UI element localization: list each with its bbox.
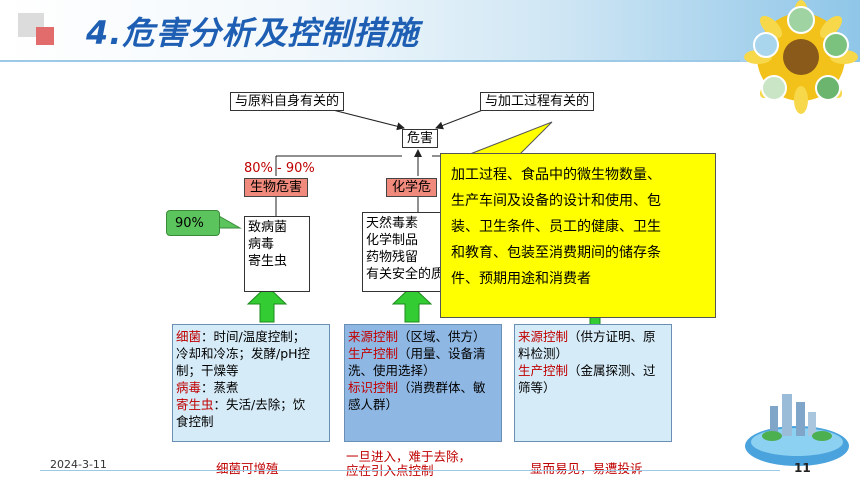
slide-date: 2024-3-11 (50, 458, 107, 471)
page-number: 11 (794, 461, 811, 475)
control-label: 来源控制 (348, 329, 399, 344)
green-callout-pointer (218, 215, 242, 229)
list-item: 致病菌 (248, 220, 288, 235)
green-arrow-chem (391, 285, 433, 323)
list-item: 寄生虫 (248, 254, 288, 269)
control-text: 感人群） (348, 397, 399, 412)
decor-square-red (36, 27, 54, 45)
label-process: 与加工过程有关的 (480, 92, 595, 111)
footer-divider (40, 470, 780, 471)
control-label: 寄生虫 (176, 397, 214, 412)
control-text: （区域、供方） (398, 329, 486, 344)
callout-line: 生产车间及设备的设计和使用、包 (451, 193, 661, 209)
note-line: 应在引入点控制 (346, 463, 434, 478)
list-item: 病毒 (248, 237, 275, 252)
control-label: 生产控制 (518, 363, 569, 378)
note-line: 一旦进入，难于去除， (346, 449, 472, 464)
control-text: 料检测） (518, 346, 569, 361)
arrow-raw-to-hazard (324, 107, 405, 131)
control-text: （供方证明、原 (568, 329, 656, 344)
list-item: 药物残留 (366, 250, 419, 265)
control-text: 筛等） (518, 380, 556, 395)
control-label: 细菌 (176, 329, 202, 344)
callout-pointer (469, 121, 553, 155)
control-label: 病毒 (176, 380, 202, 395)
process-factors-callout: 加工过程、食品中的微生物数量、 生产车间及设备的设计和使用、包 装、卫生条件、员… (440, 153, 716, 318)
control-text: （消费群体、敏 (398, 380, 486, 395)
control-text: 食控制 (176, 414, 214, 429)
bio-hazard-label: 生物危害 (244, 178, 309, 197)
chem-hazard-label: 化学危 (386, 178, 438, 197)
callout-line: 件、预期用途和消费者 (451, 271, 591, 287)
callout-line: 装、卫生条件、员工的健康、卫生 (451, 219, 661, 235)
control-box-bio: 细菌：时间/温度控制； 冷却和冷冻；发酵/pH控 制；干燥等 病毒：蒸煮 寄生虫… (172, 324, 330, 442)
green-arrow-bio (246, 285, 288, 323)
callout-line: 和教育、包装至消费期间的储存条 (451, 245, 661, 261)
chem-hazard-list: 天然毒素 化学制品 药物残留 有关安全的质 (362, 212, 446, 292)
header-band (0, 0, 860, 62)
list-item: 化学制品 (366, 233, 419, 248)
city-globe-icon (745, 394, 849, 466)
list-item: 天然毒素 (366, 216, 419, 231)
control-text: （金属探测、过 (568, 363, 656, 378)
note-phys: 显而易见，易遭投诉 (530, 461, 643, 476)
control-text: 冷却和冷冻；发酵/pH控 (176, 346, 311, 361)
list-item: 有关安全的质 (366, 267, 445, 282)
note-bio: 细菌可增殖 (216, 461, 279, 476)
bio-hazard-list: 致病菌 病毒 寄生虫 (244, 216, 310, 292)
note-chem: 一旦进入，难于去除， 应在引入点控制 (346, 450, 471, 478)
control-text: （用量、设备清 (398, 346, 486, 361)
slide-title: 4.危害分析及控制措施 (86, 14, 420, 52)
control-box-phys: 来源控制（供方证明、原 料检测） 生产控制（金属探测、过 筛等） (514, 324, 672, 442)
callout-line: 加工过程、食品中的微生物数量、 (451, 167, 661, 183)
control-box-chem: 来源控制（区域、供方） 生产控制（用量、设备清 洗、使用选择） 标识控制（消费群… (344, 324, 502, 442)
control-text: ：蒸煮 (201, 380, 239, 395)
control-label: 标识控制 (348, 380, 399, 395)
hazard-node: 危害 (402, 129, 439, 148)
control-text: ：时间/温度控制； (201, 329, 306, 344)
control-text: 制；干燥等 (176, 363, 239, 378)
sunflower-emblem-icon (744, 0, 858, 114)
percent-80-90: 80% - 90% (244, 161, 315, 176)
control-label: 来源控制 (518, 329, 569, 344)
arrow-process-to-hazard (435, 107, 489, 130)
label-raw-material: 与原料自身有关的 (230, 92, 345, 111)
control-text: ：失活/去除；饮 (213, 397, 306, 412)
control-label: 生产控制 (348, 346, 399, 361)
header-divider (0, 60, 740, 62)
control-text: 洗、使用选择） (348, 363, 436, 378)
percent-90-callout: 90% (166, 210, 220, 236)
